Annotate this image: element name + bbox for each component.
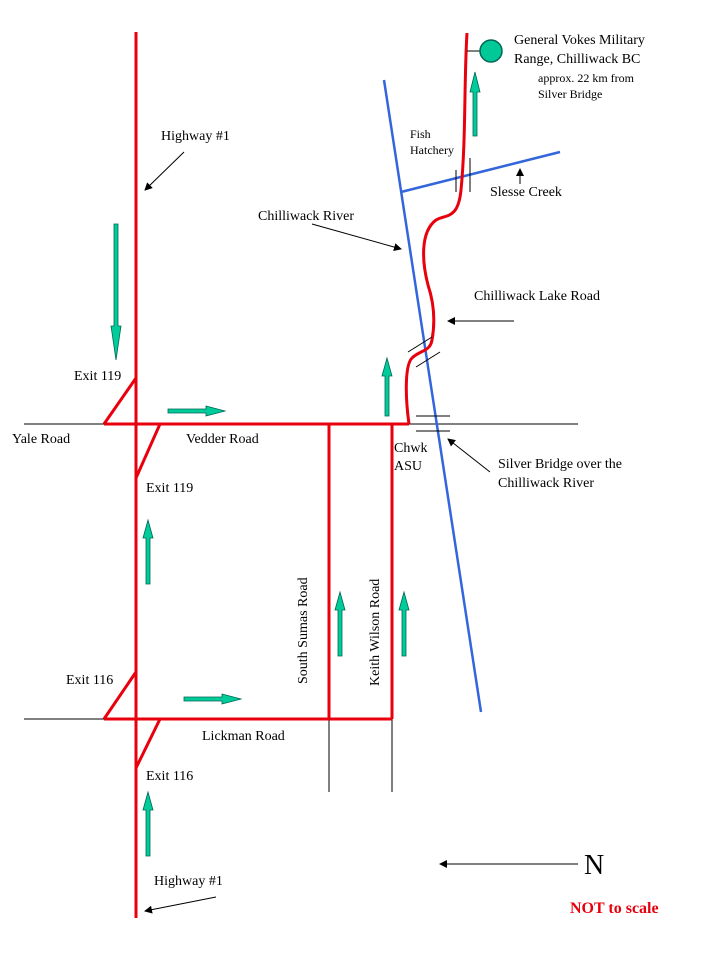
arrow-up-highway1-bottom — [142, 790, 154, 857]
exit116-ramp-east — [134, 718, 162, 769]
arrow-up-south-sumas — [334, 590, 346, 657]
labels: General Vokes Military Range, Chilliwack… — [12, 33, 659, 917]
label-highway1-bottom: Highway #1 — [154, 874, 223, 889]
label-exit119-top: Exit 119 — [74, 369, 121, 384]
chilliwack-lake-road-route — [404, 32, 469, 425]
rivers — [382, 79, 561, 713]
arrow-down-highway1 — [110, 223, 122, 361]
label-fish-hatchery-line1: Fish — [410, 127, 431, 141]
lake-road-bridge-tick-lower — [415, 351, 441, 368]
label-not-to-scale: NOT to scale — [570, 900, 659, 917]
pointer-highway1-top — [144, 151, 185, 191]
label-exit116-bottom: Exit 116 — [146, 769, 193, 784]
label-chwk-asu-line1: Chwk — [394, 441, 427, 456]
label-destination-line1: General Vokes Military — [514, 33, 645, 48]
label-yale-road: Yale Road — [12, 432, 70, 447]
pointer-chilliwack-river — [311, 223, 402, 251]
bridge-markings — [407, 50, 480, 432]
label-keith-wilson-road: Keith Wilson Road — [368, 579, 383, 686]
exit119-ramp-east — [134, 423, 162, 479]
route — [102, 32, 469, 918]
slesse-creek-line — [400, 150, 561, 194]
arrow-right-lickman — [183, 693, 243, 705]
label-highway1-top: Highway #1 — [161, 129, 230, 144]
direction-arrows — [110, 71, 481, 857]
pointer-highway1-bottom — [144, 896, 217, 914]
arrow-up-vedder-east — [381, 356, 393, 417]
lake-road-bridge-tick-upper — [407, 336, 433, 353]
label-vedder-road: Vedder Road — [186, 432, 259, 447]
arrow-up-highway1-middle — [142, 518, 154, 585]
label-exit116-top: Exit 116 — [66, 673, 113, 688]
label-fish-hatchery-line2: Hatchery — [410, 143, 454, 157]
label-distance-line1: approx. 22 km from — [538, 71, 635, 85]
label-distance-line2: Silver Bridge — [538, 87, 602, 101]
label-north: N — [584, 850, 604, 881]
label-chilliwack-lake-road: Chilliwack Lake Road — [474, 289, 600, 304]
arrow-up-lake-road — [469, 71, 481, 137]
arrow-up-keith-wilson — [398, 590, 410, 657]
label-silver-bridge-line1: Silver Bridge over the — [498, 457, 622, 472]
arrow-right-vedder — [167, 405, 227, 417]
label-silver-bridge-line2: Chilliwack River — [498, 476, 594, 491]
chilliwack-river-line — [382, 79, 483, 713]
exit119-ramp-west — [102, 377, 138, 425]
label-exit119-bottom: Exit 119 — [146, 481, 193, 496]
label-lickman-road: Lickman Road — [202, 729, 285, 744]
label-destination-line2: Range, Chilliwack BC — [514, 52, 640, 67]
label-south-sumas-road: South Sumas Road — [296, 577, 311, 684]
pointer-arrows — [144, 151, 578, 914]
label-chwk-asu-line2: ASU — [394, 459, 422, 474]
destination-marker-icon — [479, 39, 503, 63]
pointer-silver-bridge — [447, 438, 491, 473]
label-slesse-creek: Slesse Creek — [490, 185, 562, 200]
label-chilliwack-river: Chilliwack River — [258, 209, 354, 224]
exit116-ramp-west — [102, 671, 138, 720]
